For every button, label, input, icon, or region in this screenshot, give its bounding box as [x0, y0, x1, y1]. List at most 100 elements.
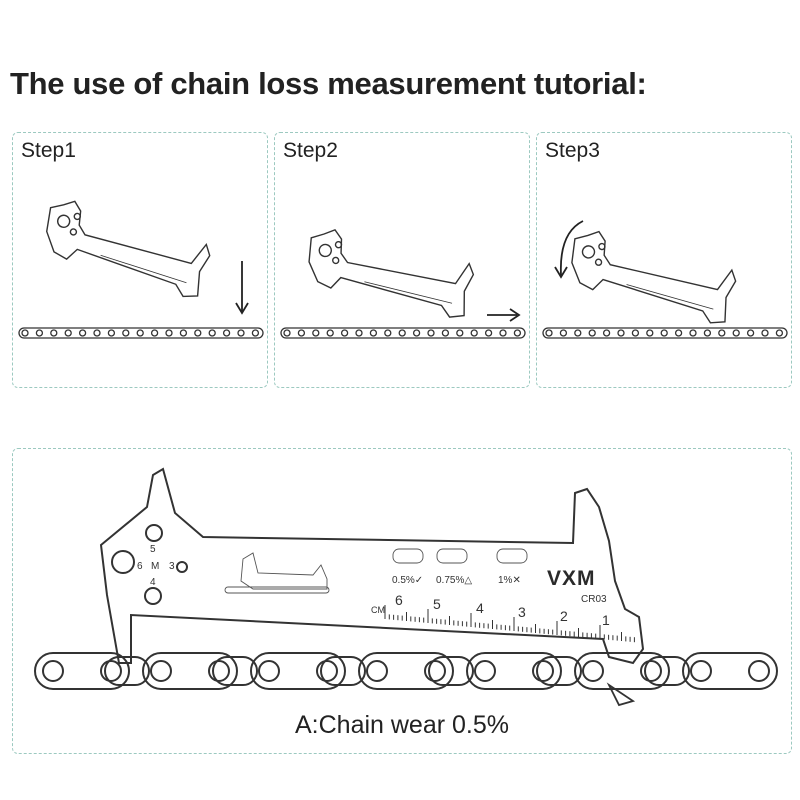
step1-panel: Step1 — [12, 132, 268, 388]
chain-roller — [50, 329, 58, 337]
chain-roller — [732, 329, 740, 337]
rotate-arrow-icon — [554, 220, 584, 279]
chain-roller — [93, 329, 101, 337]
chain-link — [574, 652, 670, 690]
chain-roller — [470, 329, 478, 337]
chain-roller — [775, 329, 784, 337]
chain-link — [358, 652, 454, 690]
chain-checker-tool-icon — [571, 230, 737, 324]
chain-roller — [283, 329, 291, 337]
chain-icon — [280, 327, 526, 339]
chain-roller — [366, 660, 388, 682]
wear-mark-icons — [392, 548, 528, 564]
model-label: CR03 — [581, 594, 607, 605]
hole-label-m: M — [151, 561, 159, 572]
chain-roller — [326, 329, 334, 337]
chain-roller — [631, 329, 640, 337]
chain-roller — [78, 329, 87, 337]
step2-panel: Step2 — [274, 132, 530, 388]
chain-link — [34, 652, 130, 690]
chain-checker-tool-icon — [45, 200, 211, 298]
chain-inner-link — [536, 656, 582, 686]
chain-roller — [640, 660, 662, 682]
scale-number-1: 1 — [602, 612, 610, 628]
chain-roller — [582, 660, 604, 682]
chain-roller — [369, 329, 378, 337]
chain-roller — [237, 329, 245, 337]
caption: A:Chain wear 0.5% — [294, 711, 509, 739]
chain-roller — [660, 329, 668, 337]
chain-roller — [499, 329, 507, 337]
chain-roller — [545, 329, 553, 337]
chain-inner-link — [320, 656, 366, 686]
chain-roller — [532, 660, 554, 682]
chain-roller — [251, 329, 260, 337]
chain-roller — [559, 329, 568, 337]
step1-label: Step1 — [21, 139, 76, 162]
chain-roller — [588, 329, 596, 337]
down-arrow-icon — [235, 261, 249, 315]
chain-roller — [355, 329, 363, 337]
step2-illustration — [280, 229, 526, 339]
ruler-scale — [384, 605, 635, 643]
chain-roller — [398, 329, 406, 337]
detail-illustration: 5 6 M 3 4 0.5%✓ 0.75%△ 1%✕ VXM CR03 CM 6… — [34, 467, 778, 707]
chain-roller — [513, 329, 522, 337]
chain-icon — [542, 327, 788, 339]
chain-roller — [64, 329, 72, 337]
page-title: The use of chain loss measurement tutori… — [10, 66, 647, 101]
chain-roller — [718, 329, 726, 337]
chain-link — [466, 652, 562, 690]
chain-roller — [42, 660, 64, 682]
chain-roller — [646, 329, 654, 337]
chain-roller — [456, 329, 464, 337]
chain-roller — [674, 329, 683, 337]
scale-number-4: 4 — [476, 600, 484, 616]
chain-roller — [150, 329, 159, 337]
chain-roller — [122, 329, 130, 337]
chain-roller — [427, 329, 435, 337]
chain-roller — [441, 329, 450, 337]
chain-roller — [165, 329, 173, 337]
chain-inner-link — [104, 656, 150, 686]
chain-roller — [602, 329, 611, 337]
scale-number-3: 3 — [518, 604, 526, 620]
wear-mark-075: 0.75%△ — [436, 575, 472, 586]
chain-roller — [222, 329, 231, 337]
chain-checker-tool-icon — [99, 467, 645, 665]
step3-illustration — [542, 220, 788, 339]
engraved-tool-diagram-icon — [224, 552, 330, 594]
chain-inner-link — [212, 656, 258, 686]
chain-roller — [150, 660, 172, 682]
chain-inner-link — [428, 656, 474, 686]
chain-roller — [35, 329, 44, 337]
chain-roller — [258, 660, 280, 682]
hole-label-6: 6 — [137, 561, 143, 572]
scale-number-5: 5 — [433, 596, 441, 612]
chain-roller — [474, 660, 496, 682]
chain-roller — [107, 329, 116, 337]
chain-roller — [208, 329, 216, 337]
step2-label: Step2 — [283, 139, 338, 162]
chain-roller — [384, 329, 392, 337]
chain-icon — [34, 652, 778, 690]
chain-roller — [297, 329, 306, 337]
chain-link — [682, 652, 778, 690]
hole-label-3: 3 — [169, 561, 175, 572]
scale-number-2: 2 — [560, 608, 568, 624]
unit-label: CM — [371, 605, 385, 615]
chain-roller — [179, 329, 188, 337]
step1-illustration — [18, 200, 264, 339]
chain-roller — [689, 329, 697, 337]
chain-roller — [136, 329, 144, 337]
right-arrow-icon — [487, 308, 521, 322]
chain-roller — [761, 329, 769, 337]
hole-label-4: 4 — [150, 577, 156, 588]
chain-roller — [340, 329, 349, 337]
chain-roller — [21, 329, 29, 337]
chain-roller — [194, 329, 202, 337]
chain-checker-tool-icon — [308, 229, 475, 318]
chain-roller — [748, 660, 770, 682]
wear-mark-05: 0.5%✓ — [392, 575, 423, 586]
chain-roller — [746, 329, 755, 337]
